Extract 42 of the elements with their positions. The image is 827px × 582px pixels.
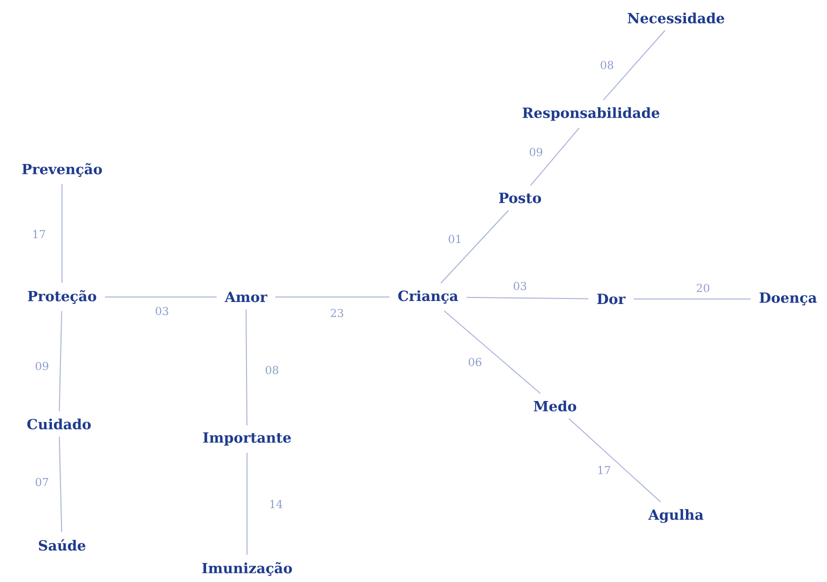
- edge-label: 07: [34, 476, 50, 488]
- connector-line: [246, 308, 248, 426]
- edge-label: 03: [512, 280, 528, 292]
- connector-line: [444, 310, 541, 394]
- word-label: Dor: [597, 294, 626, 304]
- connector-line: [104, 296, 218, 298]
- word-label: Necessidade: [628, 12, 724, 24]
- connector-line: [246, 452, 248, 556]
- connector-line: [440, 210, 509, 284]
- connector-line: [466, 296, 589, 300]
- edge-label: 09: [528, 146, 544, 158]
- connector-line: [602, 30, 666, 101]
- word-label: Responsabilidade: [522, 107, 660, 121]
- word-label: Amor: [224, 292, 268, 302]
- word-label: Posto: [499, 192, 542, 204]
- connector-line: [568, 418, 662, 502]
- word-label: Agulha: [648, 509, 704, 523]
- word-label: Saúde: [38, 539, 86, 551]
- edge-label: 08: [264, 364, 280, 376]
- connector-line: [633, 298, 752, 300]
- edge-label: 17: [596, 464, 612, 476]
- word-label: Importante: [203, 432, 291, 446]
- word-label: Proteção: [28, 290, 96, 304]
- edge-label: 03: [154, 305, 170, 317]
- edge-label: 17: [30, 228, 48, 240]
- word-label: Cuidado: [27, 418, 91, 430]
- connector-line: [58, 436, 62, 533]
- edge-label: 23: [328, 307, 346, 319]
- connector-line: [530, 127, 580, 186]
- edge-label: 14: [268, 498, 284, 510]
- edge-label: 01: [446, 233, 464, 245]
- word-label: Medo: [534, 400, 576, 412]
- edge-label: 06: [466, 356, 484, 368]
- edge-label: 08: [598, 59, 616, 71]
- word-label: Doença: [760, 292, 817, 306]
- connector-line: [274, 296, 390, 298]
- edge-label: 09: [34, 360, 50, 372]
- word-label: Imunização: [202, 562, 292, 576]
- word-label: Prevenção: [22, 163, 102, 177]
- connector-line: [58, 310, 62, 412]
- word-label: Criança: [398, 290, 458, 304]
- edge-label: 20: [694, 282, 712, 294]
